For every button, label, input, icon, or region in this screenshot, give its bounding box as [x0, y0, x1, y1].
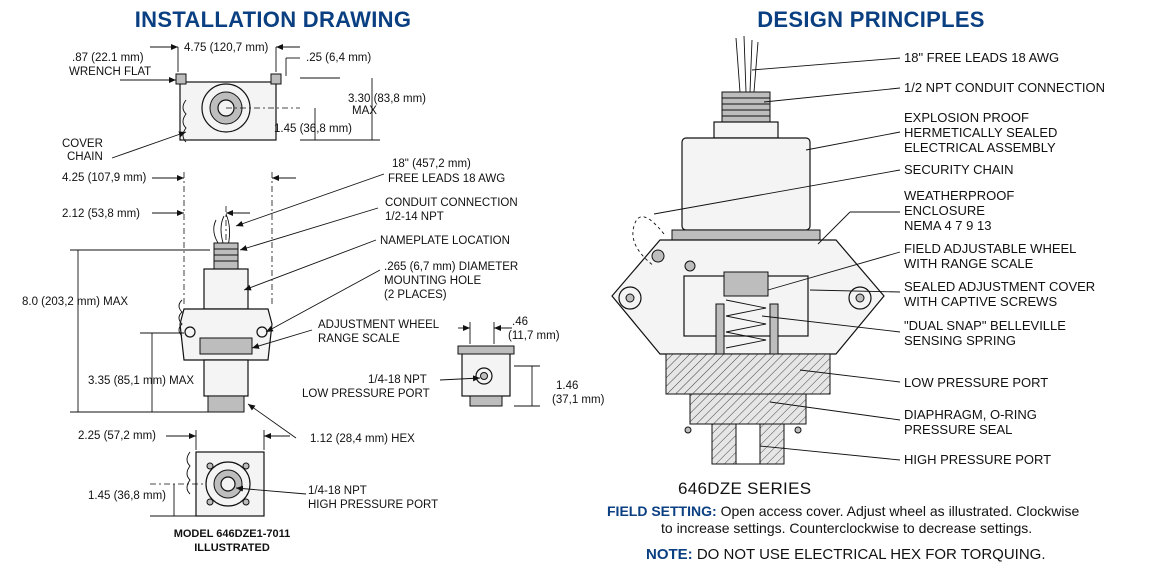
callout-4-line-1: ENCLOSURE: [904, 203, 985, 218]
note-block: NOTE: DO NOT USE ELECTRICAL HEX FOR TORQ…: [646, 546, 1126, 563]
bottom-depth-dim: 1.45 (36,8 mm): [88, 490, 166, 502]
range-scale-label: RANGE SCALE: [318, 333, 400, 345]
leads-dim: 18" (457,2 mm): [392, 158, 471, 170]
model-label: MODEL 646DZE1-7011: [174, 528, 291, 540]
callout-5-line-1: WITH RANGE SCALE: [904, 256, 1034, 271]
wrench-flat-label: WRENCH FLAT: [69, 66, 151, 78]
callout-10-line-0: HIGH PRESSURE PORT: [904, 452, 1051, 467]
bottom-view-drawing: [186, 451, 265, 517]
note-text: DO NOT USE ELECTRICAL HEX FOR TORQUING.: [696, 546, 1046, 563]
front-view-drawing: [178, 213, 273, 413]
callout-9-line-0: DIAPHRAGM, O-RING: [904, 407, 1037, 422]
callout-6-line-0: SEALED ADJUSTMENT COVER: [904, 279, 1095, 294]
overall-height-dim: 8.0 (203,2 mm) MAX: [22, 296, 128, 308]
callout-8-line-0: LOW PRESSURE PORT: [904, 375, 1048, 390]
callout-9-line-1: PRESSURE SEAL: [904, 422, 1012, 437]
series-label: 646DZE SERIES: [678, 479, 811, 498]
top-height-dim: 3.30 (83,8 mm): [348, 93, 426, 105]
callout-1-line-0: 1/2 NPT CONDUIT CONNECTION: [904, 80, 1105, 95]
low-port-label: LOW PRESSURE PORT: [302, 388, 430, 400]
model-illustrated: ILLUSTRATED: [194, 542, 270, 554]
top-width-dim: 4.75 (120,7 mm): [184, 42, 269, 54]
top-view-dimensions: [111, 44, 380, 159]
half-width-dim: 4.25 (107,9 mm): [62, 172, 147, 184]
callout-7-line-0: "DUAL SNAP" BELLEVILLE: [904, 318, 1066, 333]
high-port-size: 1/4-18 NPT: [308, 485, 367, 497]
bottom-view-dimensions: [150, 430, 307, 517]
lower-height-dim: 3.35 (85,1 mm) MAX: [88, 375, 194, 387]
callout-2-line-2: ELECTRICAL ASSEMBLY: [904, 140, 1056, 155]
side-dim-b: 1.46: [556, 380, 578, 392]
callout-2-line-1: HERMETICALLY SEALED: [904, 125, 1057, 140]
callout-4-line-0: WEATHERPROOF: [904, 188, 1014, 203]
mount-hole-label: MOUNTING HOLE: [384, 275, 481, 287]
field-setting-line-2: to increase settings. Counterclockwise t…: [661, 520, 1141, 537]
top-height-max: MAX: [352, 105, 377, 117]
side-dim-b-mm: (37,1 mm): [552, 394, 605, 406]
field-setting-text-1: Open access cover. Adjust wheel as illus…: [720, 503, 1080, 519]
callout-6-line-1: WITH CAPTIVE SCREWS: [904, 294, 1057, 309]
cover-chain-label-2: CHAIN: [67, 151, 103, 163]
adjust-wheel-label: ADJUSTMENT WHEEL: [318, 319, 440, 331]
field-setting-label: FIELD SETTING:: [607, 503, 717, 519]
top-offset-dim: .25 (6,4 mm): [306, 52, 371, 64]
callout-0-line-0: 18" FREE LEADS 18 AWG: [904, 50, 1059, 65]
high-port-label: HIGH PRESSURE PORT: [308, 499, 438, 511]
cutaway-drawing: [611, 35, 885, 465]
bottom-width-dim: 2.25 (57,2 mm): [78, 430, 156, 442]
front-view-dimensions: [70, 172, 385, 439]
side-dim-a-mm: (11,7 mm): [508, 330, 560, 342]
note-label: NOTE:: [646, 546, 693, 563]
callout-7-line-1: SENSING SPRING: [904, 333, 1016, 348]
nameplate-label: NAMEPLATE LOCATION: [380, 235, 510, 247]
callout-4-line-2: NEMA 4 7 9 13: [904, 218, 991, 233]
mount-hole-dim: .265 (6,7 mm) DIAMETER: [384, 261, 518, 273]
design-callouts: 18" FREE LEADS 18 AWG 1/2 NPT CONDUIT CON…: [904, 50, 1105, 467]
wrench-flat-dim: .87 (22.1 mm): [72, 52, 144, 64]
design-leader-lines: [653, 57, 901, 461]
callout-2-line-0: EXPLOSION PROOF: [904, 110, 1029, 125]
design-title: DESIGN PRINCIPLES: [757, 7, 985, 32]
hex-dim: 1.12 (28,4 mm) HEX: [310, 433, 415, 445]
low-port-size: 1/4-18 NPT: [368, 374, 427, 386]
quarter-width-dim: 2.12 (53,8 mm): [62, 208, 140, 220]
field-setting-text-2: to increase settings. Counterclockwise t…: [661, 520, 1033, 536]
conduit-label: CONDUIT CONNECTION: [385, 197, 518, 209]
callout-5-line-0: FIELD ADJUSTABLE WHEEL: [904, 241, 1076, 256]
callout-3-line-0: SECURITY CHAIN: [904, 162, 1014, 177]
cover-chain-label-1: COVER: [62, 138, 103, 150]
field-setting-block: FIELD SETTING: Open access cover. Adjust…: [607, 503, 1147, 520]
installation-title: INSTALLATION DRAWING: [135, 7, 412, 32]
side-dim-a: .46: [512, 316, 528, 328]
top-depth-dim: 1.45 (36,8 mm): [274, 123, 352, 135]
leads-label: FREE LEADS 18 AWG: [388, 173, 505, 185]
side-view-dimensions: [439, 322, 540, 407]
side-view-drawing: [457, 345, 515, 407]
conduit-spec: 1/2-14 NPT: [385, 211, 444, 223]
mount-hole-count: (2 PLACES): [384, 289, 447, 301]
